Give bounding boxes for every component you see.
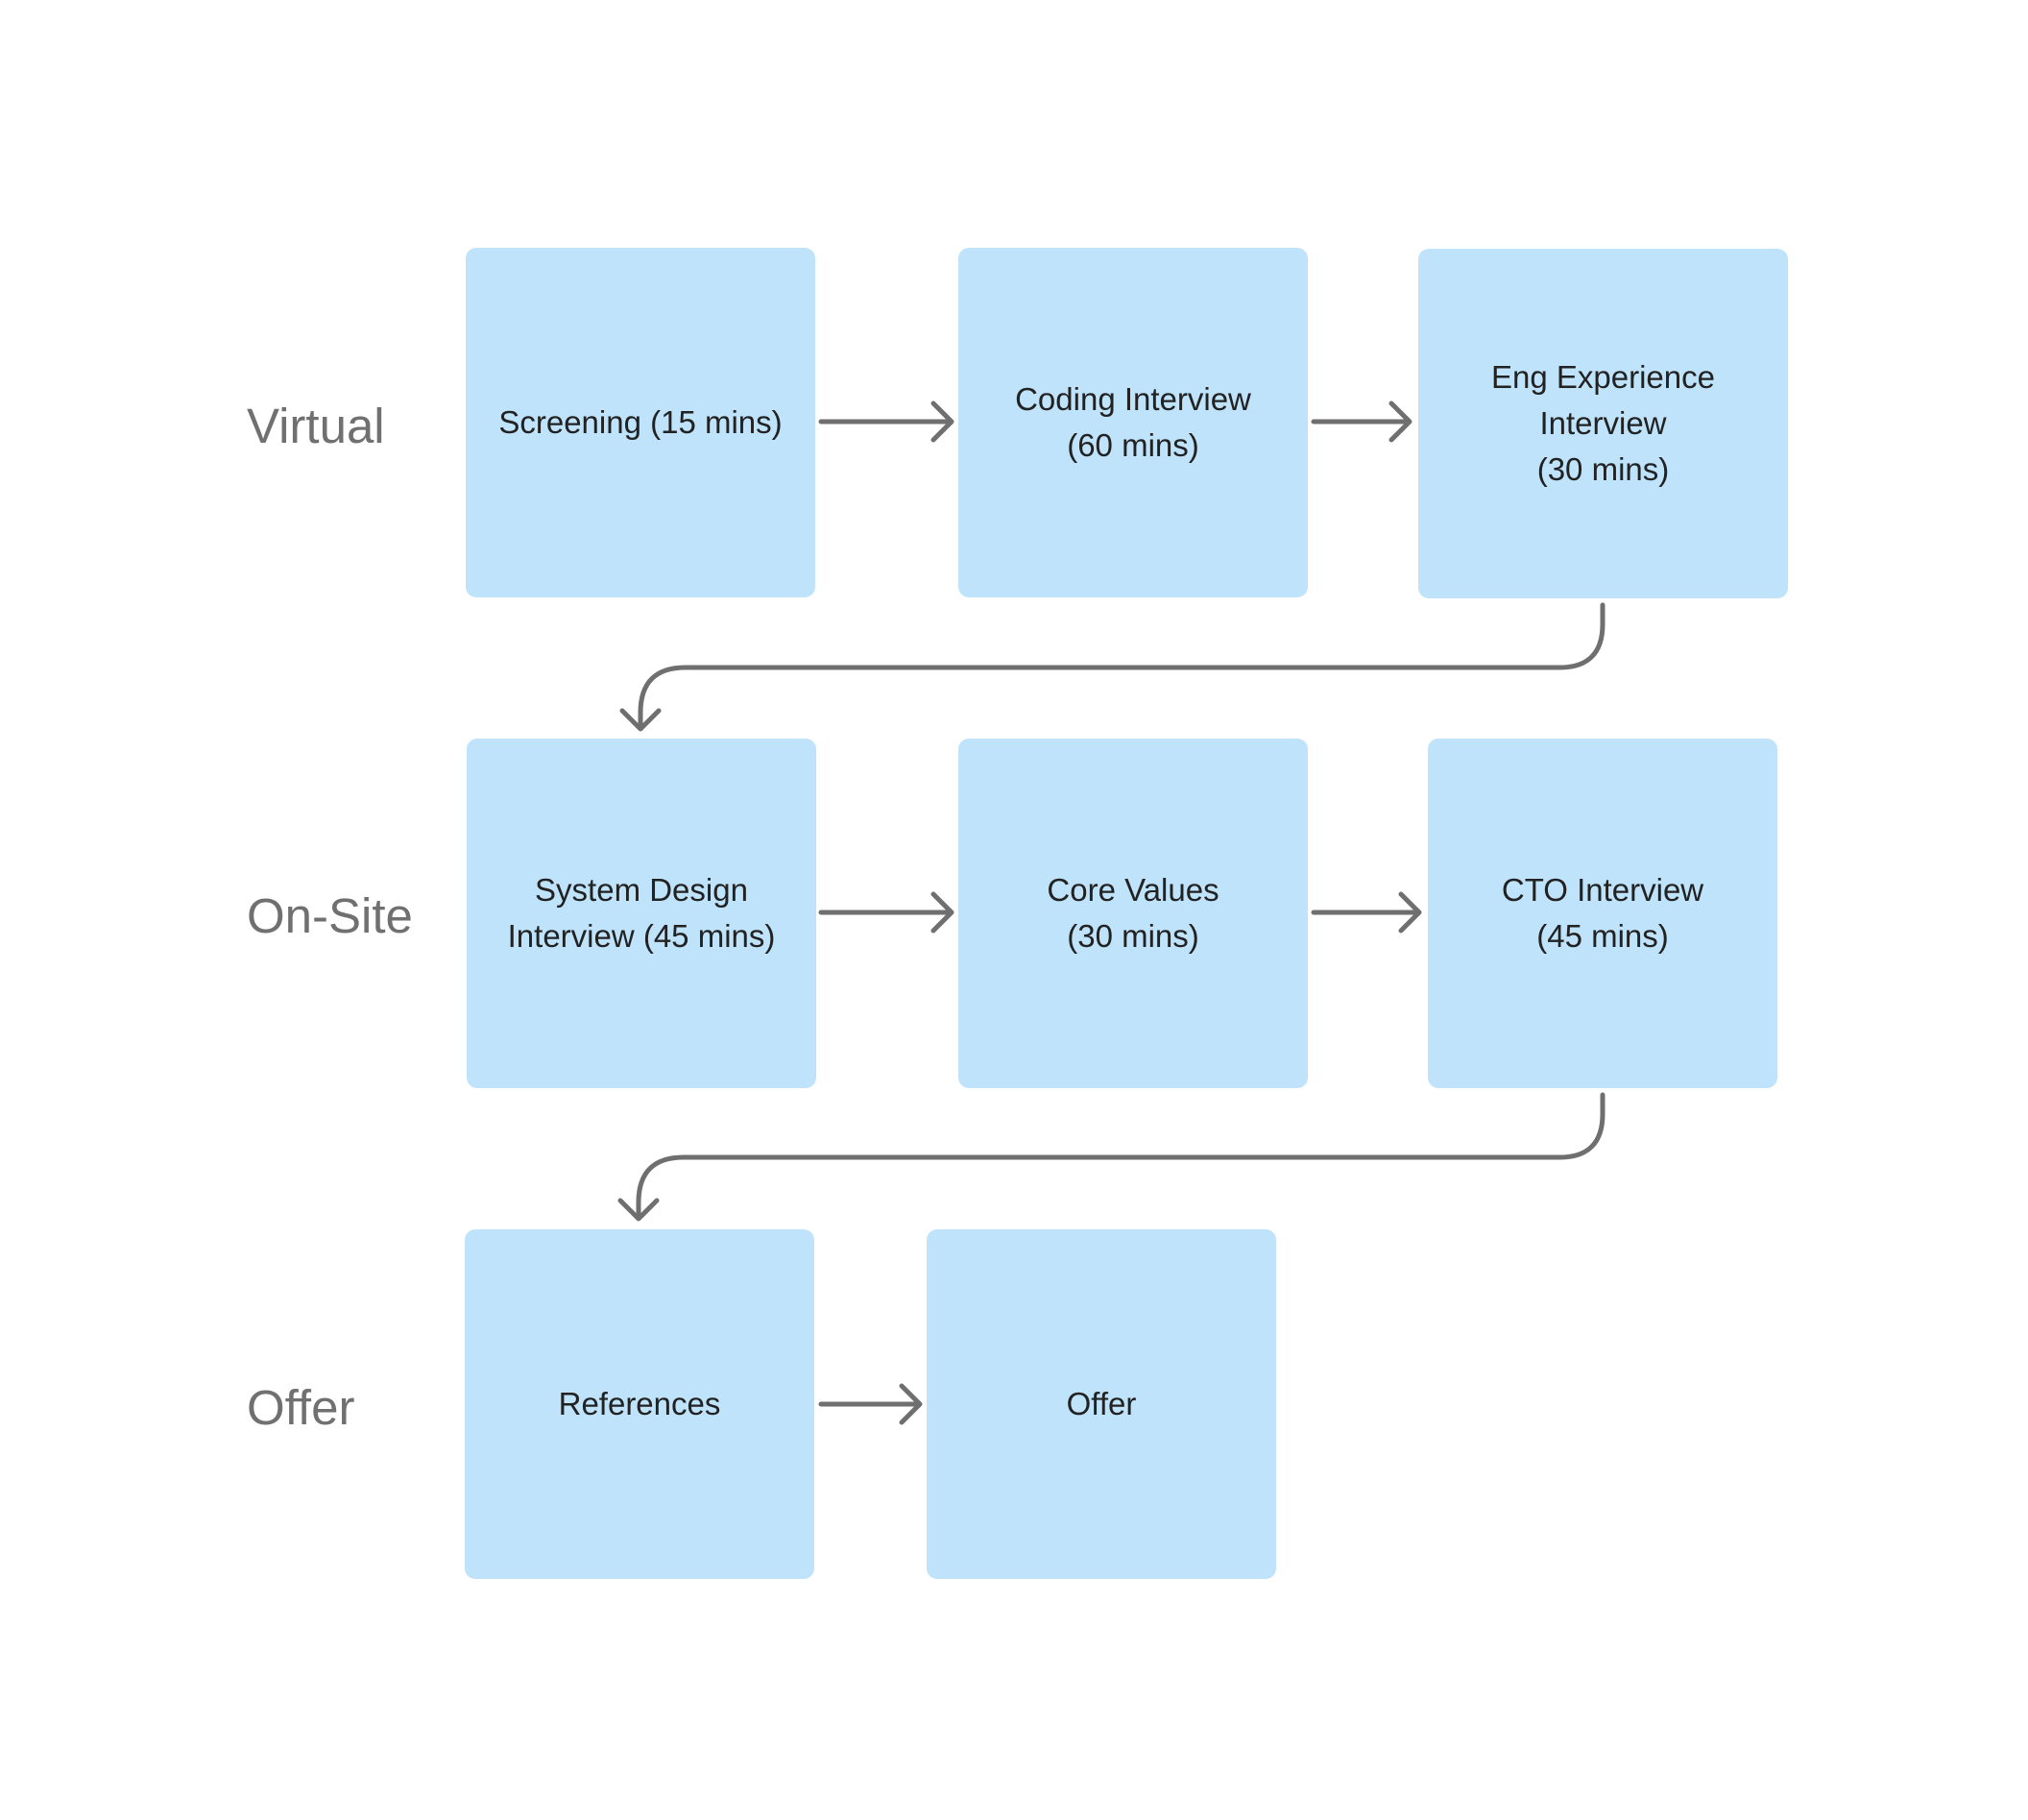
arrow-screening-to-coding — [818, 400, 954, 443]
arrow-eng-experience-to-system-design — [619, 602, 1606, 732]
stage-label: Coding Interview (60 mins) — [1015, 381, 1251, 463]
stage-offer: Offer — [927, 1229, 1276, 1579]
stage-system-design-interview: System Design Interview (45 mins) — [467, 739, 816, 1088]
stage-label: Offer — [1066, 1386, 1137, 1421]
stage-eng-experience-interview: Eng Experience Interview (30 mins) — [1418, 249, 1788, 598]
stage-core-values: Core Values (30 mins) — [958, 739, 1308, 1088]
stage-label: Core Values (30 mins) — [1047, 872, 1219, 954]
stage-cto-interview: CTO Interview (45 mins) — [1428, 739, 1777, 1088]
stage-screening: Screening (15 mins) — [466, 248, 815, 597]
stage-label: References — [558, 1386, 721, 1421]
row-label-offer: Offer — [247, 1380, 355, 1435]
arrow-references-to-offer — [818, 1383, 923, 1425]
arrow-coding-to-eng-experience — [1311, 400, 1412, 443]
row-label-virtual: Virtual — [247, 399, 385, 453]
row-label-on-site: On-Site — [247, 888, 413, 943]
stage-label: Screening (15 mins) — [498, 404, 783, 440]
arrow-core-values-to-cto — [1311, 891, 1422, 934]
stage-label: CTO Interview (45 mins) — [1501, 872, 1704, 954]
stage-references: References — [465, 1229, 814, 1579]
arrow-system-design-to-core-values — [818, 891, 954, 934]
stage-coding-interview: Coding Interview (60 mins) — [958, 248, 1308, 597]
stage-label: System Design Interview (45 mins) — [507, 872, 776, 954]
arrow-cto-to-references — [617, 1092, 1606, 1222]
stage-label: Eng Experience Interview (30 mins) — [1491, 359, 1715, 487]
